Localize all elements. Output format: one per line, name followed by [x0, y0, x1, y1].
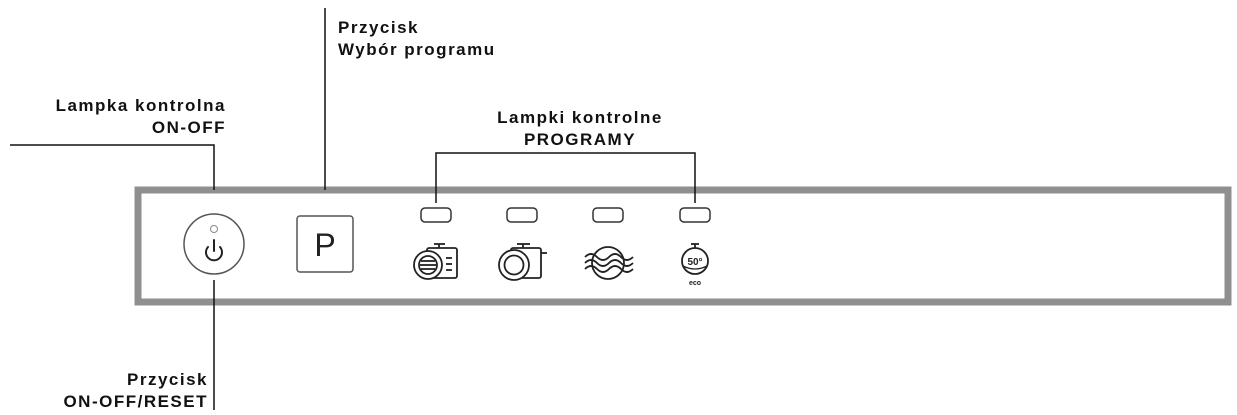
leader-line-lampka — [10, 144, 215, 190]
program-lamp-2 — [506, 207, 538, 223]
leader-bracket-programy — [435, 152, 696, 203]
heavy-wash-pot-icon — [413, 243, 458, 280]
program-button-letter: P — [314, 227, 335, 263]
eco-tag: eco — [689, 280, 701, 287]
normal-wash-pot-icon — [498, 243, 547, 281]
onoff-reset-button[interactable] — [183, 213, 245, 275]
onoff-indicator-lamp — [210, 225, 218, 233]
program-lamp-1 — [420, 207, 452, 223]
rinse-waves-icon — [584, 246, 634, 280]
eco-program-icon: 50° eco — [681, 243, 709, 287]
label-przycisk-onoff-reset: Przycisk ON-OFF/RESET — [63, 370, 208, 411]
program-lamp-3 — [592, 207, 624, 223]
eco-temperature: 50° — [687, 257, 702, 268]
program-select-button[interactable]: P — [296, 215, 354, 273]
label-lampka-onoff: Lampka kontrolna ON-OFF — [55, 96, 226, 137]
label-lampki-programy: Lampki kontrolne PROGRAMY — [497, 108, 663, 149]
power-icon — [205, 239, 223, 262]
label-przycisk-program: Przycisk Wybór programu — [338, 18, 496, 59]
program-lamp-4 — [679, 207, 711, 223]
